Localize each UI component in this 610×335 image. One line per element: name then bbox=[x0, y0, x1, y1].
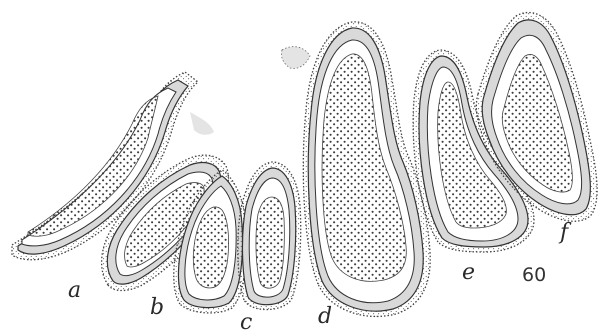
label-b: b bbox=[150, 297, 164, 319]
label-e: e bbox=[462, 262, 475, 284]
structure-c-right bbox=[238, 162, 301, 310]
figure-number: 60 bbox=[522, 266, 546, 285]
label-f: f bbox=[560, 222, 568, 244]
label-d: d bbox=[318, 306, 332, 328]
structure-d bbox=[281, 22, 430, 317]
label-a: a bbox=[68, 280, 81, 302]
